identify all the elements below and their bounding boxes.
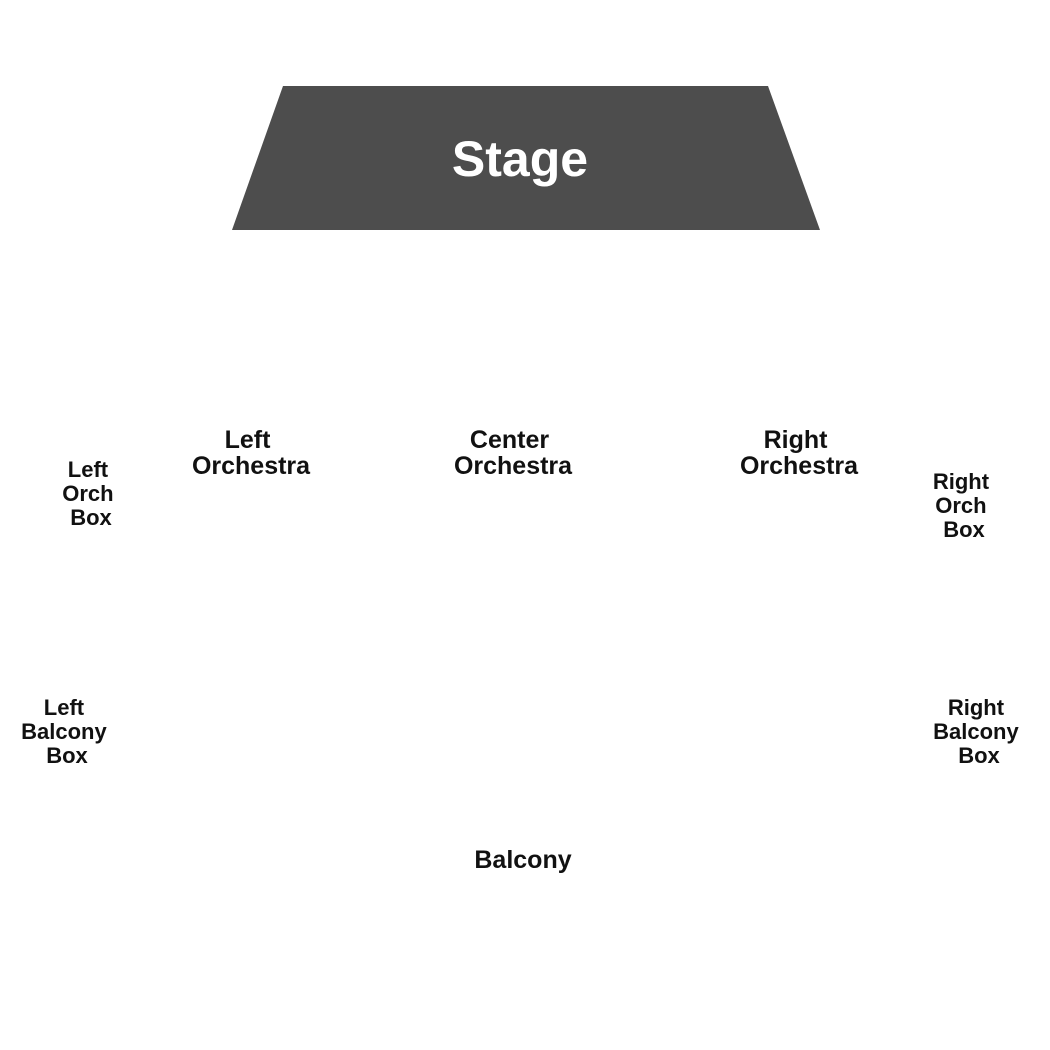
section-right-orchestra[interactable]: Right Orchestra	[740, 426, 859, 480]
section-right-orch-box[interactable]: Right Orch Box	[933, 469, 995, 542]
section-left-balcony-box[interactable]: Left Balcony Box	[21, 695, 113, 768]
section-left-orchestra[interactable]: Left Orchestra	[192, 426, 311, 480]
section-left-orch-box[interactable]: Left Orch Box	[62, 457, 119, 530]
section-center-orchestra[interactable]: Center Orchestra	[454, 426, 573, 480]
section-balcony[interactable]: Balcony	[474, 846, 571, 874]
section-right-balcony-box[interactable]: Right Balcony Box	[933, 695, 1025, 768]
stage: Stage	[232, 86, 820, 230]
stage-shape	[232, 86, 820, 230]
stage-label: Stage	[452, 131, 588, 187]
